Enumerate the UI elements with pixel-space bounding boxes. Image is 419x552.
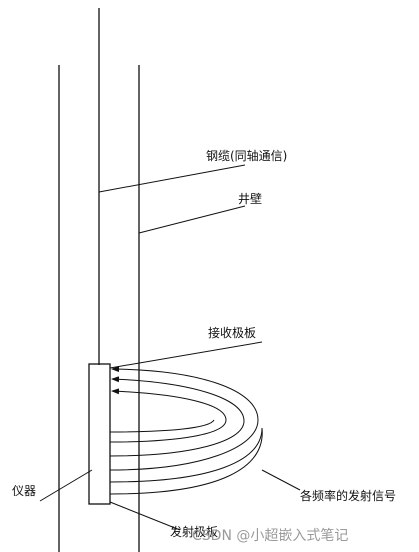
transmitter-plate-label: 发射极板 (170, 524, 218, 539)
signals-leader-line (261, 469, 301, 491)
signal-field-lines (109, 366, 263, 495)
wall-leader-line (138, 205, 246, 234)
signal-curve (109, 419, 215, 433)
cable-leader-line (98, 164, 246, 193)
receiver-plate-label: 接收极板 (208, 325, 256, 340)
signal-curve (109, 427, 263, 483)
instrument-body (88, 363, 111, 505)
transmitter-leader-line (109, 501, 181, 531)
instrument-leader-line (39, 469, 93, 502)
instrument-label: 仪器 (12, 484, 36, 498)
signals-label: 各频率的发射信号 (300, 488, 396, 503)
watermark-text: CSDN @小超嵌入式笔记 (192, 528, 348, 544)
cable-label: 钢缆(同轴通信) (206, 148, 287, 163)
well-wall-label: 井壁 (238, 191, 262, 206)
signal-curve (109, 388, 227, 443)
signal-curve (109, 376, 245, 457)
signal-curve (109, 366, 259, 471)
signal-curve (109, 427, 263, 495)
receiver-leader-line (109, 341, 263, 369)
